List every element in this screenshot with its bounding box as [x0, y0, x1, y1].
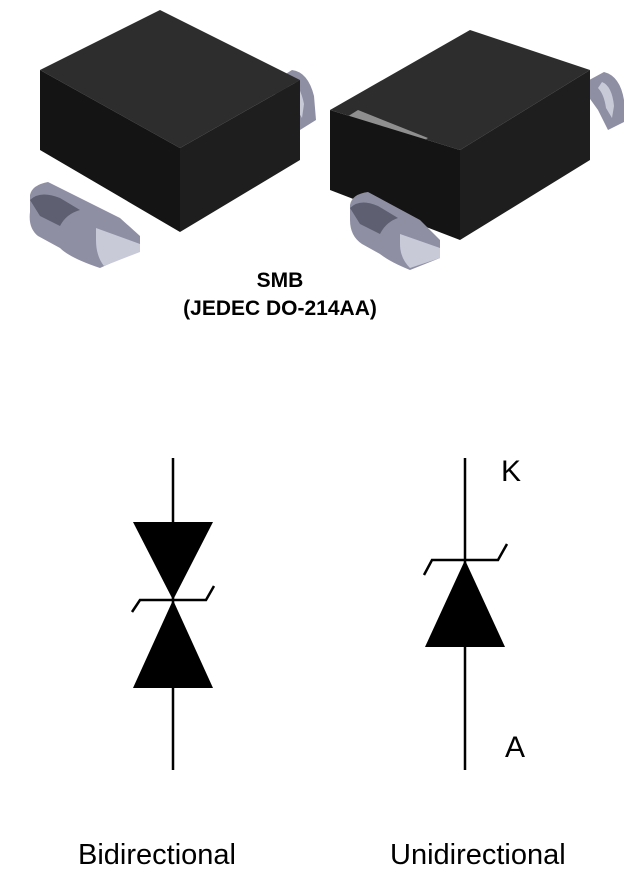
unidirectional-triangle [425, 560, 505, 647]
package-lead-front-shadow [30, 194, 80, 226]
cathode-label: K [501, 455, 522, 488]
package2-lead-front-shadow [350, 202, 398, 234]
package2-body-left-side [330, 110, 460, 240]
package-name: SMB [256, 269, 304, 292]
package2-body-top [330, 30, 590, 150]
package-body-top [40, 10, 300, 148]
anode-label: A [505, 731, 526, 764]
bidirectional-label: Bidirectional [78, 839, 236, 871]
bidirectional-tvs-diode-icon [130, 458, 216, 770]
bidirectional-upper-triangle [133, 522, 213, 600]
package2-body-front [460, 70, 590, 240]
smb-package-with-band-icon [330, 30, 624, 270]
bidirectional-zener-bar [130, 585, 216, 613]
package-body-left-side [40, 70, 180, 232]
package-illustrations [29, 10, 624, 270]
package-lead-front-highlight [96, 228, 140, 266]
package-standard: (JEDEC DO-214AA) [183, 297, 377, 320]
unidirectional-zener-bar [422, 543, 509, 576]
unidirectional-label: Unidirectional [390, 839, 566, 871]
package2-lead-back-highlight [598, 82, 614, 118]
unidirectional-tvs-diode-icon [422, 458, 509, 770]
package-body-front [180, 80, 300, 232]
smb-package-icon [29, 10, 316, 268]
bidirectional-lower-triangle [133, 600, 213, 688]
package2-lead-back [580, 72, 624, 130]
package2-lead-front-highlight [400, 234, 440, 268]
